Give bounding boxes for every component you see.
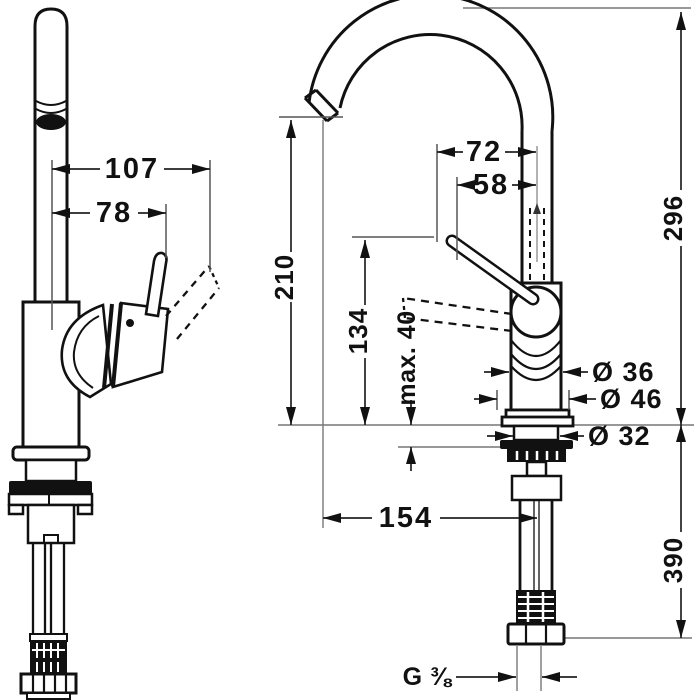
joint-ring — [510, 339, 562, 357]
spout-side — [33, 7, 69, 306]
dim-label-134: 134 — [343, 308, 373, 354]
hose-nuts-side — [19, 672, 78, 700]
dimension-390: 390 — [658, 425, 688, 638]
mounting-stud — [525, 460, 548, 478]
side-view-faucet-drawing — [7, 7, 221, 700]
dim-label-72: 72 — [466, 136, 502, 168]
dim-label-210: 210 — [269, 254, 299, 300]
dimension-dia-46: Ø 46 — [474, 384, 663, 414]
dimension-107: 107 — [52, 153, 210, 185]
base-flange-lower — [500, 415, 575, 428]
centerline-arrow — [533, 203, 541, 214]
dim-label-dia-46: Ø 46 — [600, 384, 663, 414]
hose-corrugation-side — [30, 641, 67, 674]
dimension-58: 58 — [457, 169, 536, 201]
dim-label-dia-32: Ø 32 — [588, 421, 651, 451]
spout-outer-arc — [307, 0, 555, 132]
handle-pin — [144, 251, 168, 318]
mounting-locknut — [507, 449, 566, 462]
dim-label-296: 296 — [658, 195, 688, 241]
dimension-max-40: max. 40 — [393, 310, 421, 471]
outlet-edge-line — [35, 100, 67, 106]
block-notch — [43, 534, 59, 543]
dimension-dia-36: Ø 36 — [484, 357, 655, 387]
dim-label-max-40: max. 40 — [393, 310, 421, 405]
stabilizer-plate — [500, 440, 573, 449]
hose-corrugation — [516, 590, 556, 624]
dim-label-dia-36: Ø 36 — [592, 357, 655, 387]
joint-ring — [510, 353, 562, 370]
supply-tubes-side — [31, 543, 66, 634]
outlet-edge-line — [35, 108, 67, 114]
dimension-296: 296 — [658, 12, 688, 425]
base-flange-side — [11, 445, 91, 462]
dim-label-58: 58 — [473, 169, 509, 201]
handle-joint-band — [102, 303, 114, 389]
handle-elbow — [60, 303, 113, 399]
shank-side — [24, 458, 78, 483]
dim-label-107: 107 — [105, 153, 159, 185]
handle-lever-alternate-dashed — [401, 296, 513, 333]
hose-nut — [506, 622, 566, 646]
dim-label-thread: G ⅜ — [403, 663, 453, 691]
handle-dot — [126, 319, 134, 327]
supply-tube-front — [518, 500, 554, 590]
hose-collar — [29, 633, 68, 642]
handle-alternate-dashed — [165, 265, 221, 340]
threaded-shank — [512, 424, 560, 442]
dimension-78: 78 — [52, 197, 166, 229]
connection-block-side — [26, 503, 76, 545]
stabilizer-plate-side — [9, 481, 92, 494]
dim-label-78: 78 — [96, 197, 132, 229]
dim-label-390: 390 — [658, 537, 688, 583]
front-view-faucet-drawing — [303, 0, 575, 646]
handle-joint-band — [111, 302, 123, 388]
dimension-134: 134 — [343, 240, 373, 425]
spout-inner-arc — [338, 33, 524, 132]
outlet-opening — [36, 114, 66, 130]
reference-lines — [278, 7, 694, 691]
handle-lever-front — [445, 234, 540, 306]
connection-block — [510, 474, 563, 502]
dimension-154: 154 — [323, 502, 537, 534]
dimension-dia-32: Ø 32 — [487, 421, 651, 451]
dimension-210: 210 — [269, 120, 299, 425]
mounting-bracket-side — [7, 492, 94, 516]
joint-ring — [510, 365, 562, 381]
dimension-72: 72 — [437, 136, 536, 168]
dimensions: 107 78 72 58 — [51, 12, 688, 691]
handle-elbow-inner-line — [72, 315, 100, 389]
dimension-thread-g38: G ⅜ — [403, 663, 577, 691]
dim-label-154: 154 — [379, 502, 433, 534]
